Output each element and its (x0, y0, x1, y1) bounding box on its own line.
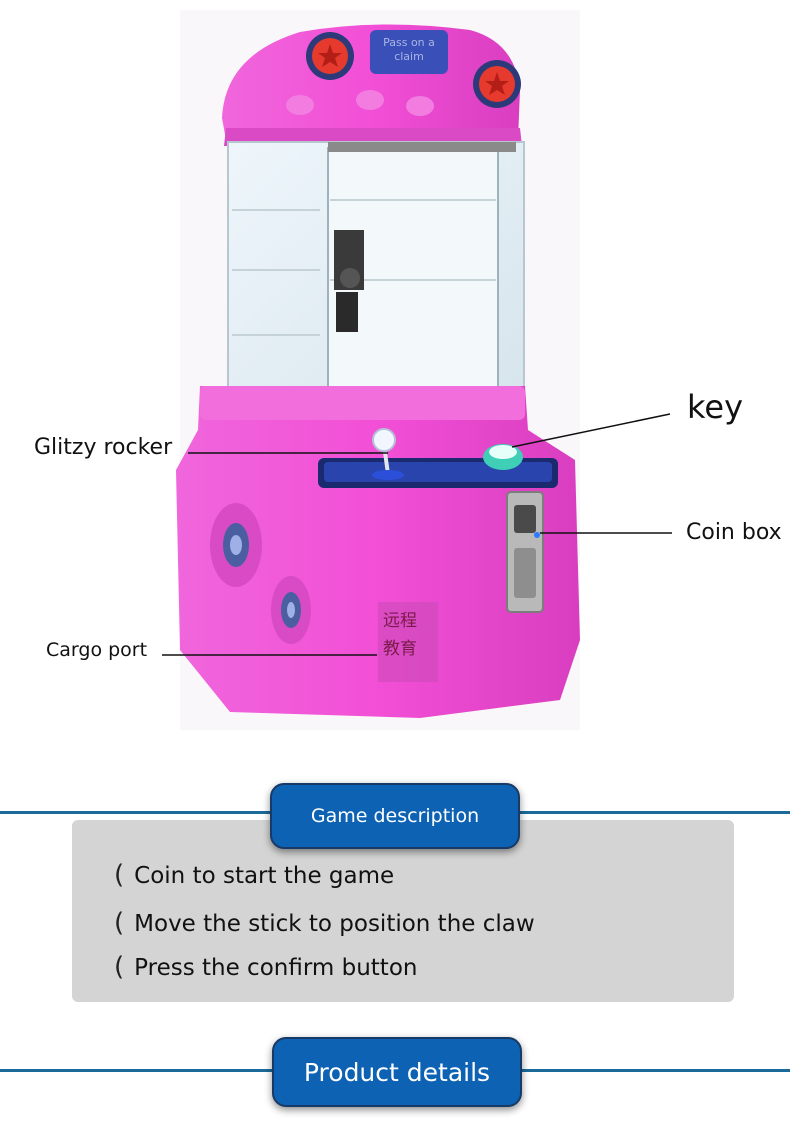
right-speaker-icon (473, 60, 521, 108)
bullet-icon: ( (114, 908, 125, 938)
cargo-sign-line2: 教育 (383, 639, 417, 659)
joystick-icon (372, 428, 404, 480)
cargo-port-icon (378, 602, 438, 682)
cargo-sign-line1: 远程 (383, 611, 417, 631)
list-item: (Coin to start the game (114, 860, 395, 890)
bullet-icon: ( (114, 860, 125, 890)
right-wheel-icon (271, 576, 311, 644)
left-speaker-icon (306, 32, 354, 80)
callout-key: key (687, 388, 744, 426)
marquee-text: Pass on a claim (383, 36, 435, 63)
list-item: (Press the confirm button (114, 952, 418, 982)
claw-machine-image (162, 24, 672, 718)
list-item: (Move the stick to position the claw (114, 908, 535, 938)
claw-icon (334, 230, 364, 332)
product-details-heading: Product details (272, 1037, 522, 1107)
confirm-button-icon (483, 444, 523, 470)
coin-box-icon (506, 491, 544, 613)
left-wheel-icon (210, 503, 262, 587)
callout-glitzy-rocker: Glitzy rocker (34, 435, 173, 460)
game-description-heading: Game description (270, 783, 520, 849)
game-description-box: (Coin to start the game (Move the stick … (72, 820, 734, 1002)
callout-coin-box: Coin box (686, 520, 782, 545)
callout-cargo-port: Cargo port (46, 639, 148, 661)
bullet-icon: ( (114, 952, 125, 982)
